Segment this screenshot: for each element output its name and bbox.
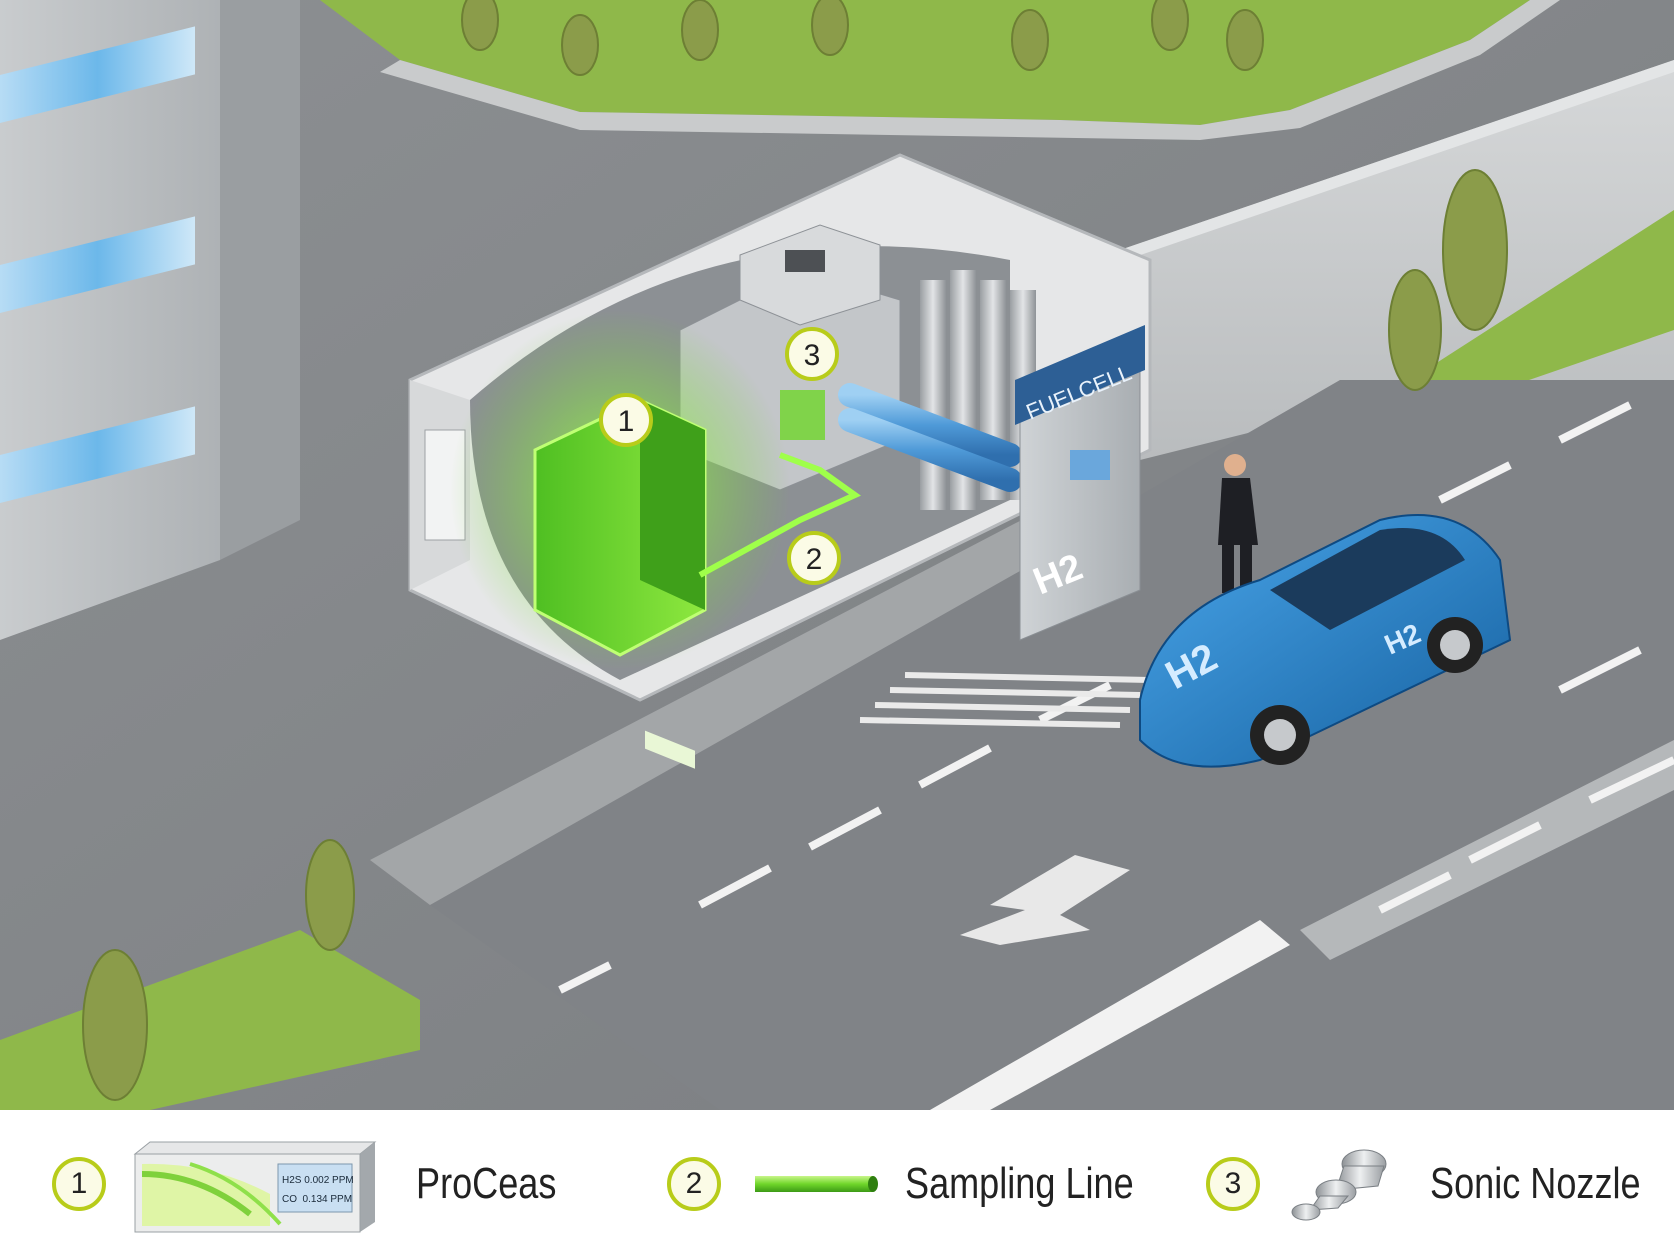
legend-label: Sampling Line	[905, 1158, 1134, 1208]
svg-text:1: 1	[618, 405, 635, 438]
legend-label: Sonic Nozzle	[1430, 1158, 1641, 1208]
tree	[82, 0, 1508, 1101]
direction-arrow	[960, 855, 1130, 945]
sonic-nozzle-icon	[1291, 1149, 1387, 1220]
hydrogen-car: H2 H2	[1139, 514, 1512, 768]
legend-number-badge: 2	[667, 1156, 721, 1211]
building-window	[0, 26, 195, 123]
svg-text:2: 2	[806, 543, 823, 576]
lane-markings	[558, 401, 1674, 994]
h2-dispenser: FUELCELL H2	[1015, 325, 1145, 641]
legend-number-badge: 3	[1206, 1156, 1260, 1211]
crosswalk	[859, 672, 1151, 728]
legend-item-proceas: 1 H2S 0.002 PPM CO 0.134 PPM ProCeas	[52, 1110, 587, 1257]
callout-2: 2	[787, 531, 841, 585]
station-illustration: FUELCELL H2 H2 H2 1 2	[0, 0, 1674, 1110]
person	[1218, 454, 1258, 593]
building-window	[0, 406, 195, 503]
analyzer-display-line1: H2S 0.002 PPM	[282, 1175, 354, 1186]
proceas-cabinet	[533, 398, 707, 769]
green-tube-icon	[755, 1175, 878, 1192]
callout-3: 3	[785, 327, 839, 381]
svg-text:3: 3	[804, 339, 821, 372]
legend: 1 H2S 0.002 PPM CO 0.134 PPM ProCeas 2	[0, 1110, 1674, 1257]
sampling-line	[698, 452, 861, 578]
grass-right	[1410, 210, 1674, 390]
legend-item-sampling-line: 2 Sampling Line	[667, 1110, 1184, 1257]
building-window	[0, 216, 195, 313]
blue-pipes	[838, 383, 1022, 492]
analyzer-display-line2: CO 0.134 PPM	[282, 1194, 352, 1205]
legend-item-sonic-nozzle: 3 Sonic Nozzle	[1206, 1110, 1674, 1257]
analyzer-rack-icon: H2S 0.002 PPM CO 0.134 PPM	[133, 1141, 377, 1232]
sonic-nozzle-assembly	[780, 390, 825, 440]
legend-label: ProCeas	[416, 1158, 557, 1208]
callout-1: 1	[599, 393, 653, 447]
legend-number-badge: 1	[52, 1156, 106, 1211]
